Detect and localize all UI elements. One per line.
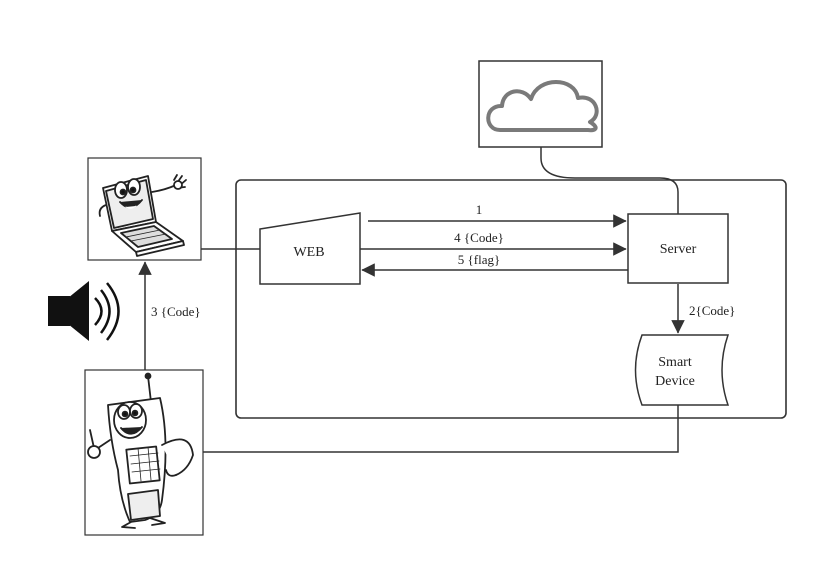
arrow-step3-label: 3 {Code} — [151, 304, 201, 319]
server-label: Server — [660, 242, 697, 257]
smart-device-label-line2: Device — [655, 374, 695, 389]
cloud-server-link — [540, 147, 679, 214]
smart-device-label-line1: Smart — [658, 355, 692, 370]
web-node[interactable]: WEB — [259, 212, 361, 285]
cloud-box — [478, 60, 603, 148]
server-node[interactable]: Server — [627, 213, 729, 284]
cartoon-phone-icon — [87, 372, 194, 529]
phone-node[interactable] — [84, 369, 204, 536]
system-boundary — [235, 179, 787, 419]
device-phone-link — [203, 405, 679, 453]
arrow-step4-label: 4 {Code} — [454, 230, 504, 245]
smart-device-node[interactable]: Smart Device — [634, 334, 730, 406]
laptop-node[interactable] — [87, 157, 202, 261]
arrow-step5-label: 5 {flag} — [458, 252, 500, 267]
web-label: WEB — [293, 245, 324, 260]
arrow-step1-label: 1 — [476, 202, 483, 217]
cloud-icon — [486, 80, 599, 133]
arrow-step2-label: 2{Code} — [689, 303, 735, 318]
cartoon-laptop-icon — [98, 174, 187, 257]
speaker-icon — [48, 281, 120, 341]
